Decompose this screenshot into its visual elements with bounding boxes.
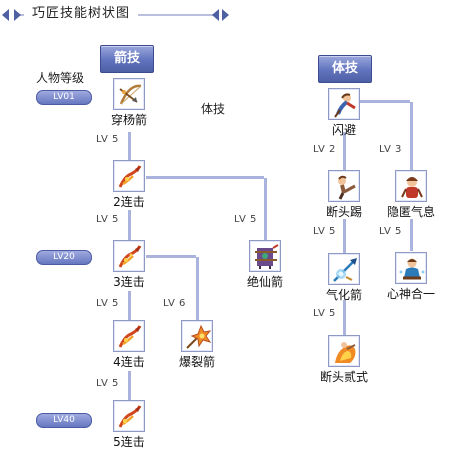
req-label: LV 5 [379,226,402,237]
skill-label: 心神合一 [386,287,435,301]
req-label: LV 5 [96,134,119,145]
skill-lian2[interactable]: 2连击 [86,160,172,210]
connector-line [128,210,131,242]
explosion-arrow-icon [181,320,213,352]
skill-yinni[interactable]: 隐匿气息 [368,170,454,220]
fire-arrow-icon [113,240,145,272]
skill-chuanyang[interactable]: 穿杨箭 [86,78,172,128]
crossbow-icon [249,240,281,272]
skill-label: 2连击 [113,195,145,209]
req-label: LV 2 [313,144,336,155]
skill-duantouershi[interactable]: 断头贰式 [301,335,387,385]
connector-line [343,132,346,170]
left-arrow-icon [212,9,219,21]
title-bar: 巧匠技能树状图 [0,0,230,30]
fire-kick-icon [328,335,360,367]
connector-line [264,178,267,242]
skill-xinshen[interactable]: 心神合一 [368,252,454,302]
fire-arrow-icon [113,160,145,192]
connector-line [196,257,199,322]
skill-label: 5连击 [113,435,145,449]
kick-fighter-icon [328,170,360,202]
skill-label: 穿杨箭 [110,113,147,127]
bow-icon [113,78,145,110]
dodge-figure-icon [328,88,360,120]
fire-arrow-icon [113,400,145,432]
skill-label: 断头踢 [325,205,362,219]
level-pill-lv01: LV01 [36,90,92,105]
level-header: 人物等级 [36,71,85,85]
category-body-skills: 体技 [318,55,372,83]
meditation-figure-icon [395,252,427,284]
skill-baolie[interactable]: 爆裂箭 [154,320,240,370]
connector-line [410,102,413,170]
skill-duantouti[interactable]: 断头踢 [301,170,387,220]
connector-line [128,132,131,162]
connector-line [343,219,346,255]
skill-label: 气化箭 [325,288,362,302]
page-title: 巧匠技能树状图 [24,3,139,25]
right-arrow-icon [222,9,229,21]
req-label: LV 5 [313,308,336,319]
req-label: LV 5 [96,214,119,225]
level-pill-lv40: LV40 [36,413,92,428]
level-pill-lv20: LV20 [36,250,92,265]
connector-line [360,100,410,103]
right-arrow-icon [14,9,21,21]
floating-category-label: 体技 [201,102,226,116]
skill-shanbi[interactable]: 闪避 [301,88,387,138]
req-label: LV 6 [163,298,186,309]
category-arrow-skills: 箭技 [100,45,154,73]
skill-label: 绝仙箭 [246,275,283,289]
connector-line [146,255,196,258]
skill-label: 4连击 [113,355,145,369]
skill-lian4[interactable]: 4连击 [86,320,172,370]
skill-label: 3连击 [113,275,145,289]
skill-qihua[interactable]: 气化箭 [301,253,387,303]
left-arrow-icon [2,9,9,21]
skill-lian3[interactable]: 3连击 [86,240,172,290]
fire-arrow-icon [113,320,145,352]
skill-juexian[interactable]: 绝仙箭 [222,240,308,290]
connector-line [128,371,131,402]
skill-label: 闪避 [331,123,356,137]
req-label: LV 5 [234,214,257,225]
skill-lian5[interactable]: 5连击 [86,400,172,450]
energy-arrow-icon [328,253,360,285]
skill-label: 隐匿气息 [386,205,435,219]
req-label: LV 3 [379,144,402,155]
req-label: LV 5 [313,226,336,237]
skill-label: 爆裂箭 [178,355,215,369]
req-label: LV 5 [96,298,119,309]
connector-line [343,300,346,336]
skill-label: 断头贰式 [319,370,368,384]
connector-line [146,176,264,179]
stealth-figure-icon [395,170,427,202]
req-label: LV 5 [96,378,119,389]
connector-line [128,291,131,321]
connector-line [410,219,413,251]
